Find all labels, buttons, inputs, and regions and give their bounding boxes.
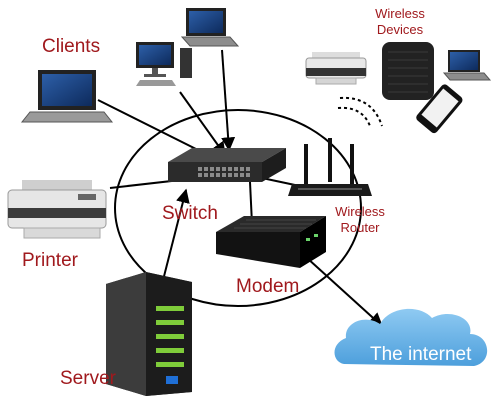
link-server-switch bbox=[156, 188, 190, 294]
desktop-computer-icon bbox=[136, 42, 192, 86]
network-boundary bbox=[114, 109, 362, 307]
printer-label: Printer bbox=[22, 250, 78, 271]
clients-label: Clients bbox=[42, 36, 101, 57]
internet-cloud-icon bbox=[334, 308, 488, 366]
link-desktop-switch bbox=[179, 91, 226, 157]
wireless-devices-label-line2: Devices bbox=[376, 22, 424, 37]
wireless-laptop-icon bbox=[442, 50, 492, 81]
wireless-devices-label: Wireless Devices bbox=[368, 6, 432, 38]
wireless-speaker-icon bbox=[382, 42, 434, 100]
wireless-router-icon bbox=[288, 138, 372, 196]
modem-icon bbox=[216, 216, 326, 268]
wireless-printer-icon bbox=[305, 52, 367, 85]
wireless-router-label-line1: Wireless bbox=[335, 204, 385, 219]
server-icon bbox=[106, 272, 192, 396]
wireless-router-label-line2: Router bbox=[340, 220, 380, 235]
server-label: Server bbox=[60, 368, 116, 389]
link-switch-router bbox=[261, 177, 296, 186]
switch-label: Switch bbox=[162, 203, 218, 224]
laptop-icon bbox=[20, 70, 114, 123]
wireless-devices-label-line1: Wireless bbox=[375, 6, 425, 21]
printer-icon bbox=[7, 180, 107, 239]
laptop-icon bbox=[180, 8, 240, 47]
internet-label: The internet bbox=[370, 344, 472, 365]
link-laptop-top-switch bbox=[221, 49, 236, 152]
switch-icon bbox=[168, 148, 286, 182]
wireless-router-label: Wireless Router bbox=[328, 204, 392, 236]
wifi-signal-icon bbox=[337, 96, 383, 127]
smartphone-icon bbox=[416, 84, 463, 134]
modem-label: Modem bbox=[236, 276, 300, 297]
